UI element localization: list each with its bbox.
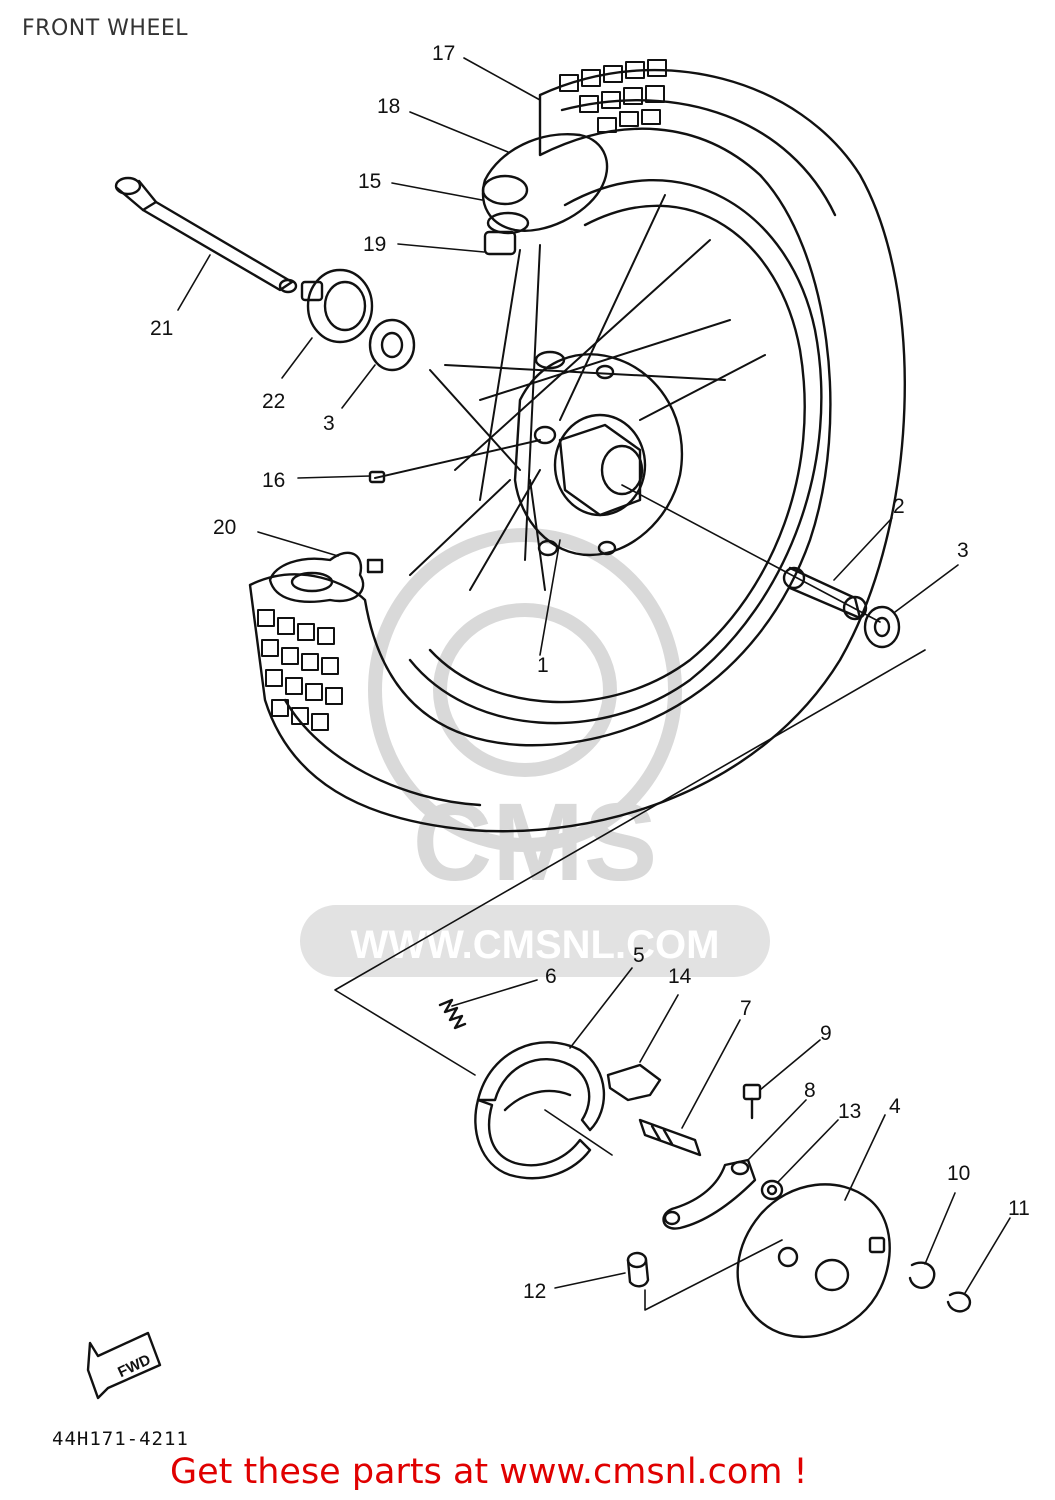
callout-3-right: 3	[957, 539, 969, 562]
callout-7: 7	[740, 997, 752, 1020]
rim	[408, 179, 823, 725]
watermark-brand: CMS	[413, 781, 657, 904]
promo-link[interactable]: Get these parts at www.cmsnl.com !	[170, 1452, 808, 1492]
callout-10: 10	[947, 1162, 970, 1185]
callout-2: 2	[893, 495, 905, 518]
callout-13: 13	[838, 1100, 861, 1123]
callout-15: 15	[358, 170, 381, 193]
diagram-code: 44H171-4211	[52, 1428, 189, 1450]
tube-valve	[483, 211, 530, 256]
callout-19: 19	[363, 233, 386, 256]
callout-5: 5	[633, 944, 645, 967]
brake-shoe	[474, 1041, 606, 1180]
leader-lines	[177, 57, 1011, 1294]
callout-11: 11	[1008, 1197, 1030, 1220]
spoke-nipple	[368, 470, 386, 484]
bearing-left	[368, 318, 416, 372]
tire-tread-top	[559, 59, 667, 133]
callouts: 1 2 3 3 4 5 6 7 8 9 10 11 12 13 14 15 16…	[150, 42, 1030, 1303]
watermark-url: WWW.CMSNL.COM	[351, 923, 720, 967]
spacer	[782, 566, 868, 621]
callout-8: 8	[804, 1079, 816, 1102]
tire	[248, 59, 906, 833]
oil-seal	[626, 1251, 650, 1288]
bearing-right	[863, 605, 901, 649]
wear-indicator	[606, 1063, 662, 1102]
callout-4: 4	[889, 1095, 901, 1118]
callout-9: 9	[820, 1022, 832, 1045]
front-axle	[114, 176, 298, 294]
callout-1: 1	[537, 654, 549, 677]
callout-12: 12	[523, 1280, 546, 1303]
page-title: FRONT WHEEL	[22, 16, 188, 41]
circlip-small	[946, 1291, 972, 1313]
brake-spring	[438, 998, 467, 1030]
watermark-emblem-inner	[433, 603, 617, 777]
callout-17: 17	[432, 42, 455, 65]
rim-lock	[268, 551, 384, 603]
callout-20: 20	[213, 516, 236, 539]
brake-camshaft	[638, 1118, 702, 1157]
fwd-arrow-icon	[86, 1331, 162, 1400]
tire-tread-bottom	[257, 609, 343, 731]
assembly-guides	[334, 484, 926, 1311]
spokes	[374, 194, 766, 591]
brake-shoe-plate	[736, 1183, 891, 1339]
rim-band	[481, 133, 609, 232]
callout-21: 21	[150, 317, 173, 340]
circlip	[908, 1261, 936, 1289]
watermark-url-pill	[300, 905, 770, 977]
camshaft-lever	[662, 1158, 757, 1230]
callout-16: 16	[262, 469, 285, 492]
callout-3-left: 3	[323, 412, 335, 435]
bolt	[742, 1083, 762, 1120]
callout-18: 18	[377, 95, 400, 118]
washer	[760, 1179, 784, 1201]
hub	[513, 350, 684, 557]
meter-gear-unit	[300, 268, 374, 344]
callout-14: 14	[668, 965, 692, 988]
callout-6: 6	[545, 965, 557, 988]
callout-22: 22	[262, 390, 285, 413]
